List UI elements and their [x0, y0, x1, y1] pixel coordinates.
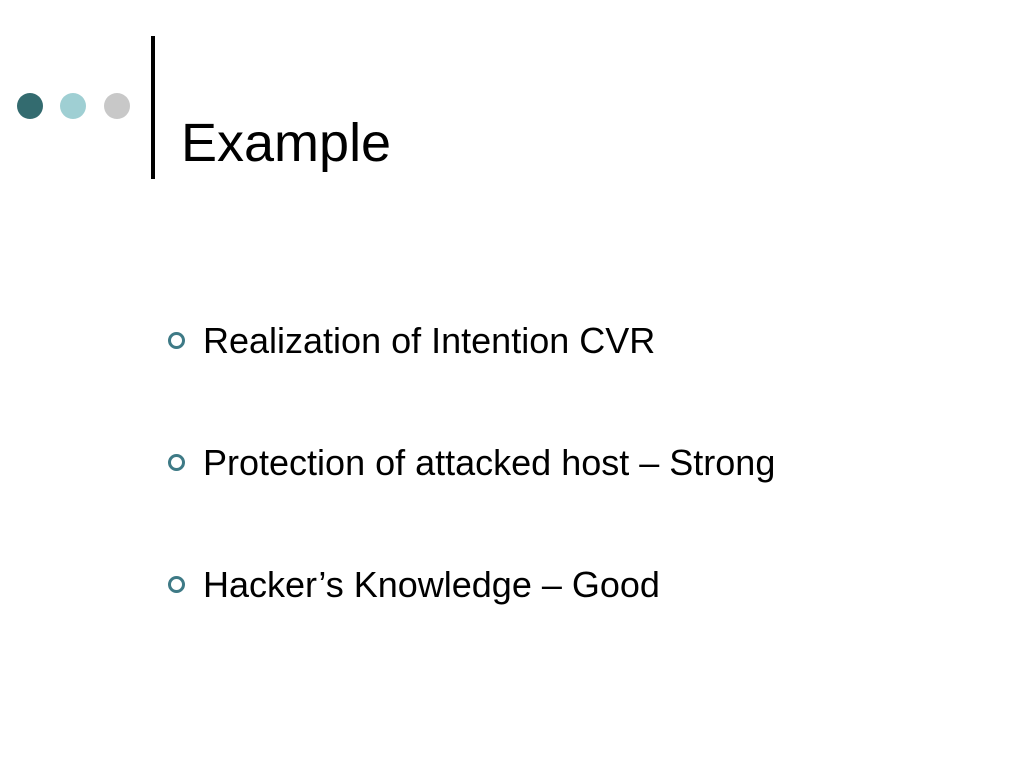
bullet-text: Realization of Intention CVR — [203, 320, 656, 361]
slide-title: Example — [181, 113, 392, 173]
bullet-text: Hacker’s Knowledge – Good — [203, 564, 660, 605]
ring-bullet-icon — [168, 332, 185, 349]
dot-icon-dark — [17, 93, 43, 119]
dot-icon-gray — [104, 93, 130, 119]
title-divider — [151, 36, 155, 179]
decorative-dots — [17, 93, 137, 121]
bullet-text: Protection of attacked host – Strong — [203, 442, 776, 483]
ring-bullet-icon — [168, 576, 185, 593]
dot-icon-light — [60, 93, 86, 119]
ring-bullet-icon — [168, 454, 185, 471]
